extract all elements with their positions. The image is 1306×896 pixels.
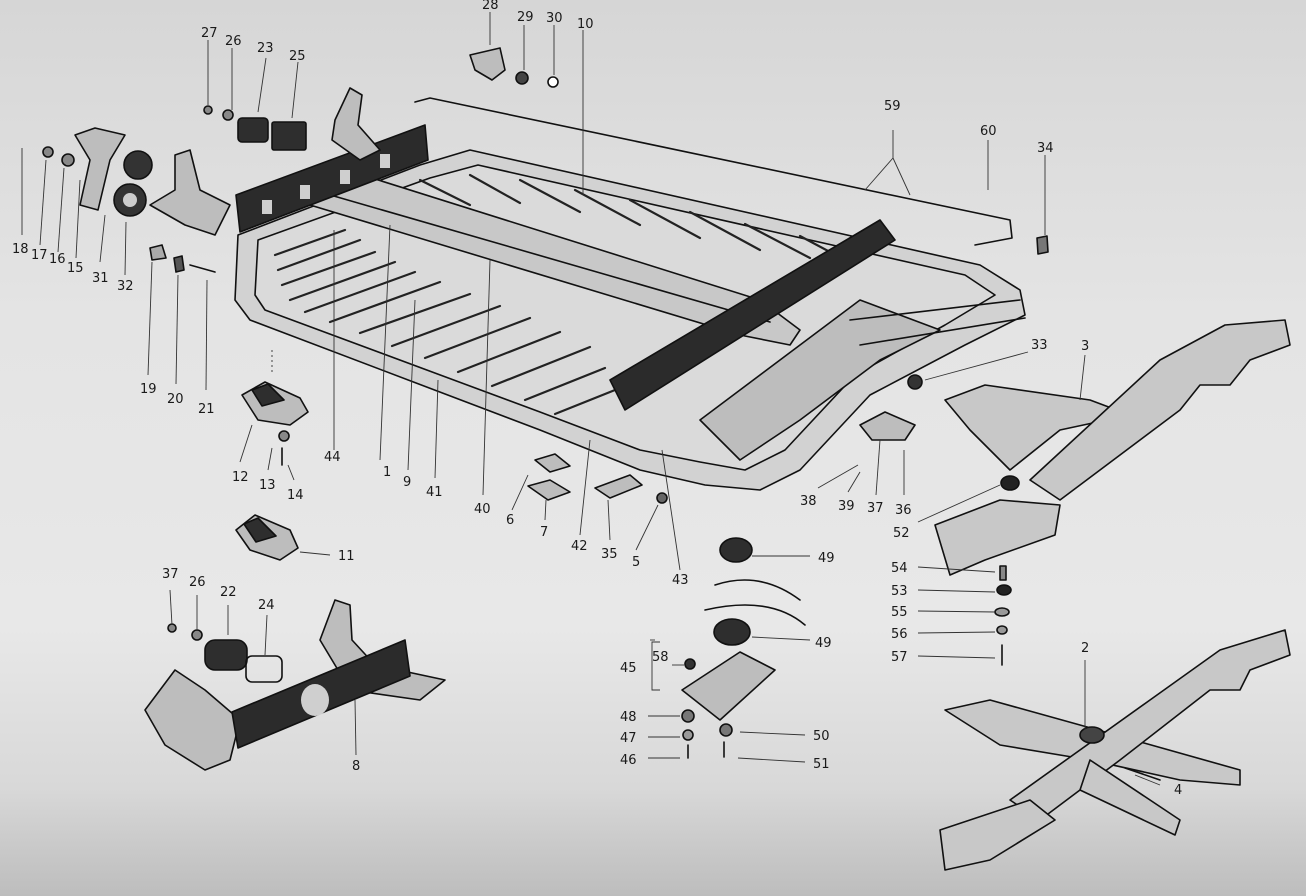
callout-49-bottom: 49 bbox=[815, 636, 832, 651]
callout-33: 33 bbox=[1031, 338, 1048, 353]
callout-3: 3 bbox=[1081, 339, 1089, 354]
callout-38: 38 bbox=[800, 494, 817, 509]
front-crossmember bbox=[144, 599, 446, 771]
callout-43: 43 bbox=[672, 573, 689, 588]
leader-lines bbox=[21, 12, 1161, 786]
callout-26-top: 26 bbox=[225, 34, 242, 49]
callout-28: 28 bbox=[482, 0, 499, 13]
callout-36: 36 bbox=[895, 503, 912, 518]
callout-45: 45 bbox=[620, 661, 637, 676]
floor-ribs-left bbox=[273, 228, 617, 416]
callout-5: 5 bbox=[632, 555, 640, 570]
callout-1: 1 bbox=[383, 465, 391, 480]
callout-2: 2 bbox=[1081, 641, 1089, 656]
callout-37-right: 37 bbox=[867, 501, 884, 516]
callout-22: 22 bbox=[220, 585, 237, 600]
callout-39: 39 bbox=[838, 499, 855, 514]
callout-14: 14 bbox=[287, 488, 304, 503]
callout-60: 60 bbox=[980, 124, 997, 139]
callout-27: 27 bbox=[201, 26, 218, 41]
callout-9: 9 bbox=[403, 475, 411, 490]
callout-26-bottom: 26 bbox=[189, 575, 206, 590]
callout-20: 20 bbox=[167, 392, 184, 407]
callout-30: 30 bbox=[546, 11, 563, 26]
callout-52: 52 bbox=[893, 526, 910, 541]
callout-48: 48 bbox=[620, 710, 637, 725]
callout-57: 57 bbox=[891, 650, 908, 665]
callout-21: 21 bbox=[198, 402, 215, 417]
callout-50: 50 bbox=[813, 729, 830, 744]
callout-41: 41 bbox=[426, 485, 443, 500]
center-small-parts bbox=[527, 453, 668, 504]
callout-54: 54 bbox=[891, 561, 908, 576]
callout-55: 55 bbox=[891, 605, 908, 620]
callout-19: 19 bbox=[140, 382, 157, 397]
callout-42: 42 bbox=[571, 539, 588, 554]
callout-labels: 1 2 3 4 5 6 7 8 9 10 11 12 13 14 15 16 1… bbox=[12, 0, 1182, 798]
floor-pan bbox=[234, 124, 1026, 491]
callout-56: 56 bbox=[891, 627, 908, 642]
callout-44: 44 bbox=[324, 450, 341, 465]
callout-13: 13 bbox=[259, 478, 276, 493]
callout-59: 59 bbox=[884, 99, 901, 114]
callout-49-top: 49 bbox=[818, 551, 835, 566]
bolt-34 bbox=[1036, 235, 1049, 255]
rear-suspension-upper bbox=[859, 319, 1291, 576]
callout-37-left: 37 bbox=[162, 567, 179, 582]
callout-8: 8 bbox=[352, 759, 360, 774]
callout-29: 29 bbox=[517, 10, 534, 25]
callout-23: 23 bbox=[257, 41, 274, 56]
callout-58: 58 bbox=[652, 650, 669, 665]
callout-53: 53 bbox=[891, 584, 908, 599]
callout-16: 16 bbox=[49, 252, 66, 267]
callout-35: 35 bbox=[601, 547, 618, 562]
rear-suspension-lower bbox=[939, 629, 1291, 871]
callout-7: 7 bbox=[540, 525, 548, 540]
rubber-mount-stack bbox=[681, 537, 806, 759]
callout-46: 46 bbox=[620, 753, 637, 768]
front-bracket-parts bbox=[42, 47, 559, 273]
callout-31: 31 bbox=[92, 271, 109, 286]
bolt-stack-52-57 bbox=[994, 565, 1012, 666]
callout-6: 6 bbox=[506, 513, 514, 528]
floor-ribs-right bbox=[418, 173, 847, 262]
callout-24: 24 bbox=[258, 598, 275, 613]
callout-32: 32 bbox=[117, 279, 134, 294]
callout-12: 12 bbox=[232, 470, 249, 485]
callout-11: 11 bbox=[338, 549, 355, 564]
callout-10: 10 bbox=[577, 17, 594, 32]
callout-34: 34 bbox=[1037, 141, 1054, 156]
callout-25: 25 bbox=[289, 49, 306, 64]
mounting-pads bbox=[235, 381, 309, 561]
callout-15: 15 bbox=[67, 261, 84, 276]
callout-47: 47 bbox=[620, 731, 637, 746]
callout-51: 51 bbox=[813, 757, 830, 772]
callout-40: 40 bbox=[474, 502, 491, 517]
callout-18: 18 bbox=[12, 242, 29, 257]
callout-17: 17 bbox=[31, 248, 48, 263]
callout-4: 4 bbox=[1174, 783, 1182, 798]
